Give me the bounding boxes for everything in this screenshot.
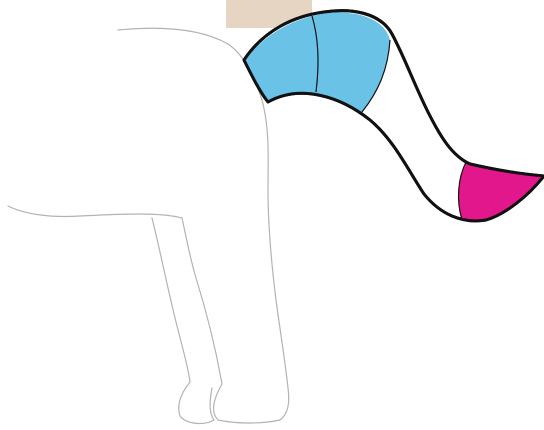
back-line [118,28,262,100]
hind-leg-rear-line [262,100,289,420]
front-hoof [179,382,214,423]
animal-body-outline [8,28,289,423]
hind-leg-front-line [182,218,222,384]
tail [244,11,544,223]
front-leg-outer-line [152,218,190,382]
belly-line [8,206,182,218]
hind-hoof [214,384,280,423]
